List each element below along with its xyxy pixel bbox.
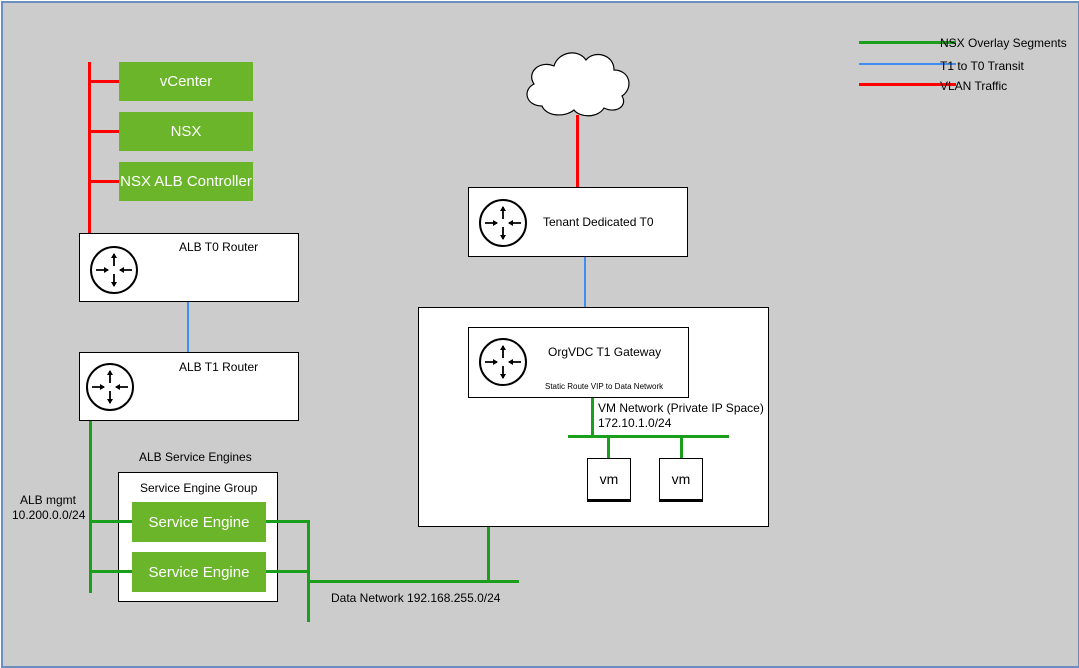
internet-cloud-icon	[526, 52, 630, 117]
alb-mgmt-cidr: 10.200.0.0/24	[12, 508, 86, 522]
vcenter-box[interactable]: vCenter	[119, 62, 253, 101]
legend-transit-label: T1 to T0 Transit	[940, 59, 1024, 73]
alb-controller-box[interactable]: NSX ALB Controller	[119, 162, 253, 201]
legend-vlan-swatch	[859, 83, 956, 86]
vm-network-cidr: 172.10.1.0/24	[598, 416, 672, 430]
mgmt-link-se2	[89, 570, 133, 573]
vm-network-name: VM Network (Private IP Space)	[598, 401, 764, 415]
data-network-vertical	[307, 520, 310, 622]
orgvdc-t1-box[interactable]: OrgVDC T1 Gateway Static Route VIP to Da…	[468, 327, 689, 398]
alb-t0-router-box[interactable]: ALB T0 Router	[79, 233, 299, 302]
orgvdc-t1-label: OrgVDC T1 Gateway	[548, 345, 662, 359]
nsx-box[interactable]: NSX	[119, 112, 253, 151]
vlan-link-vcenter	[88, 80, 119, 83]
alb-mgmt-segment	[89, 421, 92, 593]
service-engine-2[interactable]: Service Engine	[132, 552, 266, 592]
service-engine-group-label: Service Engine Group	[140, 481, 258, 495]
vlan-trunk-line	[88, 62, 91, 234]
legend-transit-swatch	[859, 63, 956, 65]
alb-t1-router-box[interactable]: ALB T1 Router	[79, 352, 299, 421]
alb-transit-line	[187, 302, 189, 352]
data-link-se1	[266, 520, 310, 523]
router-icon	[86, 363, 134, 411]
vlan-link-nsx	[88, 130, 119, 133]
vm1-link	[607, 436, 610, 459]
alb-service-engines-title: ALB Service Engines	[139, 450, 252, 464]
tenant-t0-box[interactable]: Tenant Dedicated T0	[468, 187, 688, 257]
vm-2[interactable]: vm	[659, 458, 703, 502]
alb-t0-router-label: ALB T0 Router	[179, 240, 259, 254]
router-icon	[479, 338, 527, 386]
service-engine-1[interactable]: Service Engine	[132, 502, 266, 542]
mgmt-link-se1	[89, 520, 133, 523]
data-network-label: Data Network 192.168.255.0/24	[331, 591, 501, 605]
data-link-se2	[266, 570, 310, 573]
vm-network-uplink	[591, 398, 594, 437]
legend-overlay-label: NSX Overlay Segments	[940, 36, 1067, 50]
vm-network-segment	[568, 435, 729, 438]
orgvdc-t1-note: Static Route VIP to Data Network	[545, 382, 664, 391]
tenant-t0-label: Tenant Dedicated T0	[543, 215, 654, 229]
tenant-transit-line	[584, 257, 586, 308]
legend-vlan-label: VLAN Traffic	[940, 79, 1008, 93]
alb-t1-router-label: ALB T1 Router	[179, 360, 259, 374]
router-icon	[90, 246, 138, 294]
router-icon	[479, 199, 527, 247]
vm2-link	[680, 436, 683, 459]
data-network-segment	[307, 580, 519, 583]
vm-1[interactable]: vm	[587, 458, 631, 502]
alb-mgmt-name: ALB mgmt	[20, 493, 77, 507]
tenant-vlan-uplink	[576, 115, 579, 188]
legend-overlay-swatch	[859, 41, 956, 44]
vlan-link-controller	[88, 180, 119, 183]
